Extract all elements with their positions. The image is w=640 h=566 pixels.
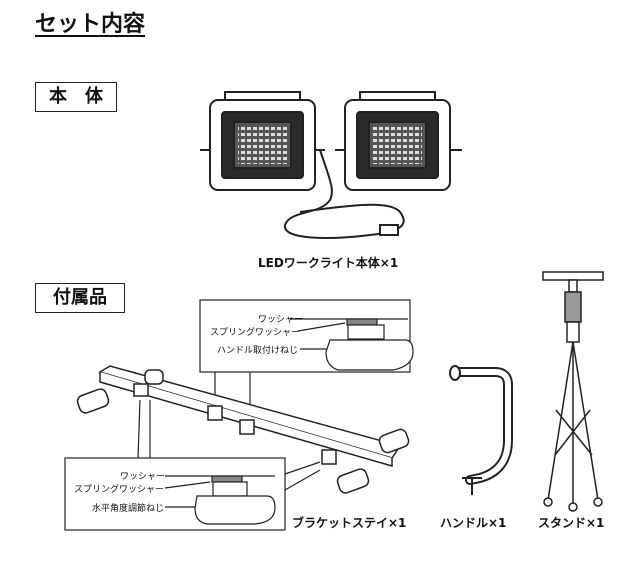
handle-illustration: [449, 365, 513, 495]
bracket-stay-illustration: [76, 365, 410, 494]
bottom-callout-label-level-screw: 水平角度調節ねじ: [91, 504, 164, 514]
top-callout: [199, 299, 414, 410]
bottom-callout: [64, 399, 321, 531]
page-title: セット内容: [35, 12, 146, 37]
main-body-caption: LEDワークライト本体×1: [258, 256, 399, 270]
led-work-light-illustration: [200, 91, 462, 239]
main-body-heading: 本 体: [35, 82, 117, 112]
top-callout-label-handle-screw: ハンドル取付けねじ: [216, 346, 298, 356]
bracket-stay-caption: ブラケットステイ×1: [292, 516, 407, 530]
bottom-callout-label-washer: ワッシャー: [120, 472, 166, 482]
top-callout-label-washer: ワッシャー: [258, 315, 304, 325]
stand-illustration: [542, 271, 604, 512]
stand-caption: スタンド×1: [538, 516, 605, 530]
top-callout-label-spring-washer: スプリングワッシャー: [210, 328, 301, 338]
accessories-heading: 付属品: [35, 283, 125, 313]
led-grid: [238, 126, 422, 164]
handle-caption: ハンドル×1: [440, 516, 507, 530]
bottom-callout-label-spring-washer: スプリングワッシャー: [73, 485, 164, 495]
